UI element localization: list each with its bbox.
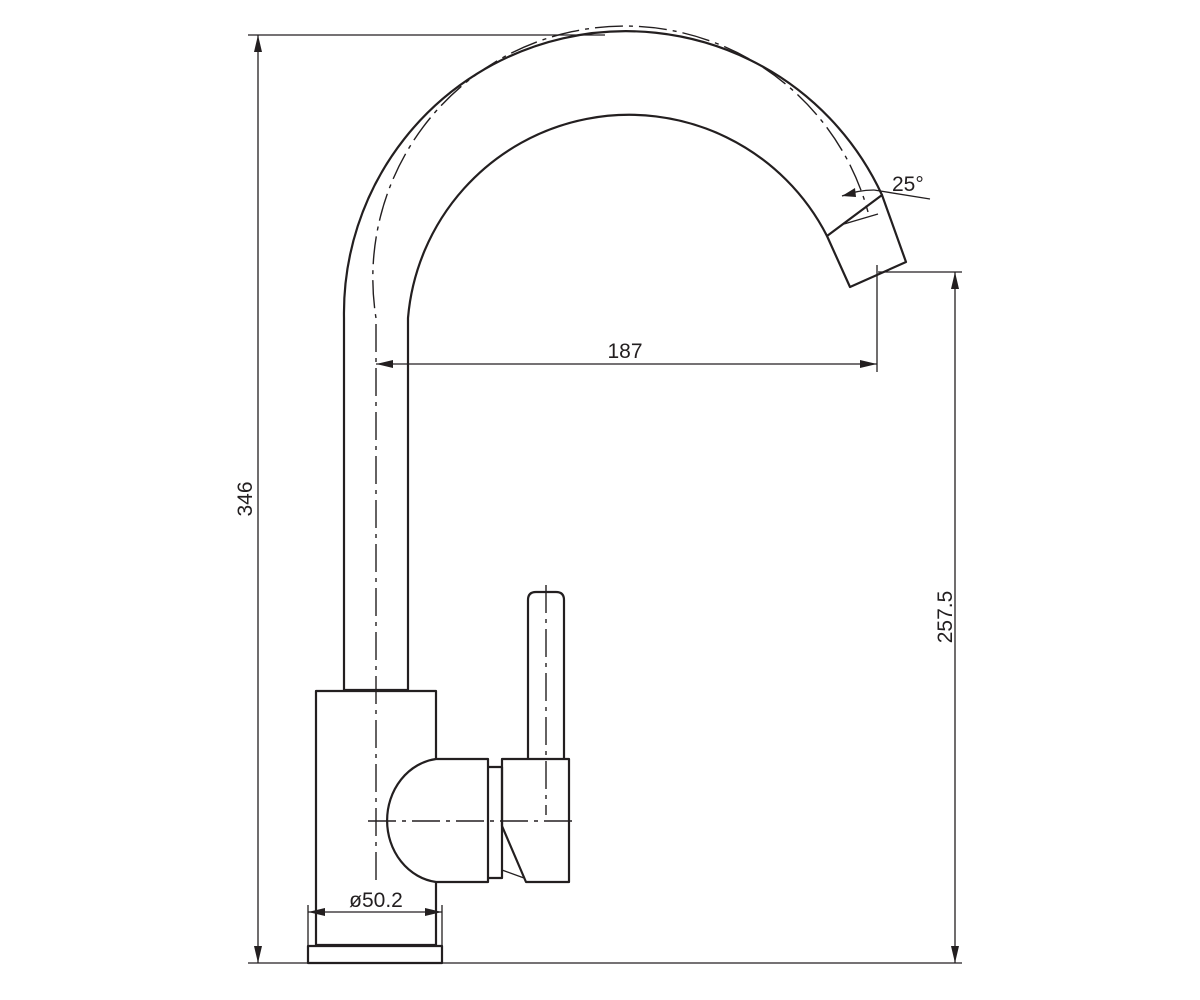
spout-centerline: [372, 25, 869, 880]
reach-label: 187: [607, 340, 642, 363]
faucet-outline: [306, 30, 908, 965]
lever-hub: [500, 757, 571, 884]
cartridge-collar: [488, 765, 504, 880]
lever-hub-joint: [501, 826, 525, 879]
dimension-reach: 187: [376, 265, 878, 372]
dimension-height-spout: 257.5: [878, 271, 962, 963]
centerlines: [368, 25, 869, 880]
spout-angle-label: 25°: [892, 173, 924, 196]
height-spout-label: 257.5: [934, 591, 957, 644]
dimension-base-diameter: ø50.2: [307, 889, 443, 948]
dimension-spout-angle: 25°: [841, 173, 931, 200]
spout-inner-edge: [406, 113, 828, 690]
cartridge-dome: [385, 757, 490, 884]
faucet-body: [314, 689, 438, 947]
dimension-height-total: 346: [234, 34, 962, 964]
height-total-label: 346: [234, 481, 257, 516]
aerator-tip: [825, 193, 908, 289]
base-diameter-label: ø50.2: [349, 889, 403, 912]
base-plate: [306, 944, 444, 965]
spout-outer-edge: [342, 30, 883, 690]
